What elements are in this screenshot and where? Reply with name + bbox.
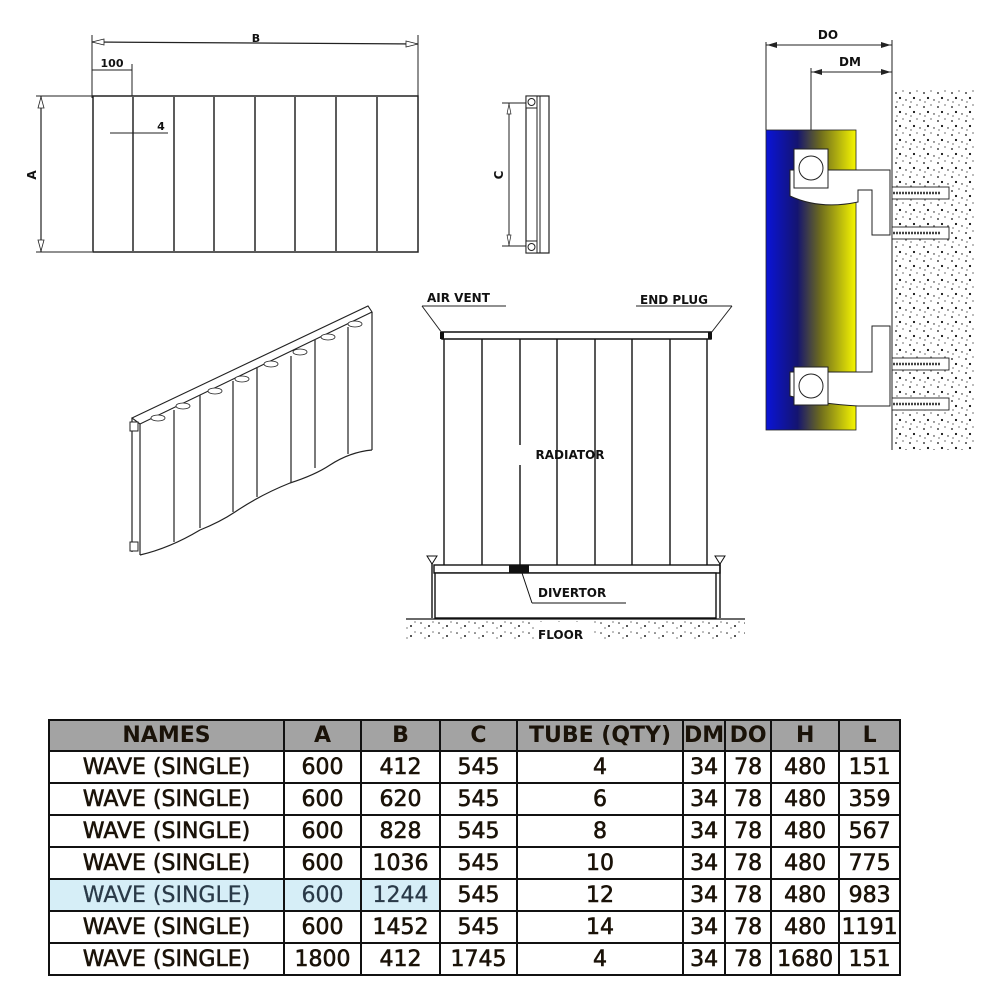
header-b: B <box>360 719 441 752</box>
table-row: WAVE (SINGLE) 600 620 545 6 34 78 480 35… <box>48 782 902 816</box>
cell-a: 600 <box>283 878 362 912</box>
cell-l: 775 <box>838 846 902 880</box>
table-header-row: NAMES A B C TUBE (QTY) DM DO H L <box>48 719 902 752</box>
dim-do-label: DO <box>818 28 838 42</box>
dim-a-label: A <box>25 170 39 180</box>
cell-do: 78 <box>724 910 773 944</box>
cell-c: 1745 <box>439 942 518 976</box>
header-h: H <box>770 719 841 752</box>
cell-b: 1452 <box>360 910 441 944</box>
cell-do: 78 <box>724 942 773 976</box>
cell-do: 78 <box>724 750 773 784</box>
cell-tube-qty: 8 <box>516 814 684 848</box>
cell-name: WAVE (SINGLE) <box>48 942 285 976</box>
cell-l: 1191 <box>838 910 902 944</box>
cell-do: 78 <box>724 814 773 848</box>
cell-h: 480 <box>770 782 841 816</box>
radiator-label: RADIATOR <box>536 448 605 462</box>
cell-h: 480 <box>770 878 841 912</box>
header-l: L <box>838 719 902 752</box>
cell-a: 600 <box>283 846 362 880</box>
dim-dm-label: DM <box>839 55 861 69</box>
cell-dm: 34 <box>681 814 727 848</box>
cell-h: 480 <box>770 814 841 848</box>
cell-tube-qty: 10 <box>516 846 684 880</box>
cell-l: 567 <box>838 814 902 848</box>
cell-name: WAVE (SINGLE) <box>48 814 285 848</box>
wall-mount-drawing: DO DM <box>765 28 975 450</box>
cell-a: 600 <box>283 782 362 816</box>
side-view-drawing: C <box>492 95 550 254</box>
header-a: A <box>283 719 362 752</box>
front-view-drawing: B 100 A 4 <box>25 32 419 253</box>
cell-tube-qty: 4 <box>516 750 684 784</box>
cell-tube-qty: 4 <box>516 942 684 976</box>
cell-b: 412 <box>360 942 441 976</box>
cell-b: 412 <box>360 750 441 784</box>
cell-c: 545 <box>439 846 518 880</box>
cell-dm: 34 <box>681 910 727 944</box>
dim-b-label: B <box>252 32 260 45</box>
cell-name: WAVE (SINGLE) <box>48 910 285 944</box>
spec-table: NAMES A B C TUBE (QTY) DM DO H L WAVE (S… <box>48 719 902 976</box>
cell-do: 78 <box>724 782 773 816</box>
table-row-highlighted: WAVE (SINGLE) 600 1244 545 12 34 78 480 … <box>48 878 902 912</box>
cell-l: 983 <box>838 878 902 912</box>
cell-dm: 34 <box>681 942 727 976</box>
table-row: WAVE (SINGLE) 600 828 545 8 34 78 480 56… <box>48 814 902 848</box>
cell-c: 545 <box>439 814 518 848</box>
cell-dm: 34 <box>681 878 727 912</box>
installation-drawing: AIR VENT END PLUG RADIATOR DIVERTOR FLOO… <box>406 291 745 642</box>
cell-l: 359 <box>838 782 902 816</box>
table-row: WAVE (SINGLE) 600 1452 545 14 34 78 480 … <box>48 910 902 944</box>
end-plug-label: END PLUG <box>640 293 708 307</box>
cell-dm: 34 <box>681 750 727 784</box>
air-vent-label: AIR VENT <box>427 291 491 305</box>
dim-100-label: 100 <box>101 57 124 70</box>
cell-name: WAVE (SINGLE) <box>48 782 285 816</box>
cell-b: 620 <box>360 782 441 816</box>
header-do: DO <box>724 719 773 752</box>
cell-name: WAVE (SINGLE) <box>48 846 285 880</box>
cell-dm: 34 <box>681 782 727 816</box>
cell-do: 78 <box>724 878 773 912</box>
cell-b: 828 <box>360 814 441 848</box>
header-dm: DM <box>681 719 727 752</box>
header-names: NAMES <box>48 719 285 752</box>
isometric-radiator-drawing <box>129 305 373 556</box>
cell-b: 1036 <box>360 846 441 880</box>
cell-a: 600 <box>283 910 362 944</box>
dim-4-label: 4 <box>157 120 165 133</box>
cell-c: 545 <box>439 782 518 816</box>
cell-tube-qty: 6 <box>516 782 684 816</box>
table-row: WAVE (SINGLE) 600 412 545 4 34 78 480 15… <box>48 750 902 784</box>
cell-name: WAVE (SINGLE) <box>48 878 285 912</box>
cell-tube-qty: 12 <box>516 878 684 912</box>
floor-label: FLOOR <box>538 628 583 642</box>
cell-l: 151 <box>838 750 902 784</box>
dim-c-label: C <box>492 170 506 179</box>
cell-name: WAVE (SINGLE) <box>48 750 285 784</box>
header-tube-qty: TUBE (QTY) <box>516 719 684 752</box>
table-row: WAVE (SINGLE) 600 1036 545 10 34 78 480 … <box>48 846 902 880</box>
cell-h: 480 <box>770 910 841 944</box>
cell-b: 1244 <box>360 878 441 912</box>
header-c: C <box>439 719 518 752</box>
cell-c: 545 <box>439 910 518 944</box>
cell-l: 151 <box>838 942 902 976</box>
cell-a: 600 <box>283 750 362 784</box>
cell-h: 1680 <box>770 942 841 976</box>
cell-c: 545 <box>439 750 518 784</box>
cell-dm: 34 <box>681 846 727 880</box>
cell-a: 1800 <box>283 942 362 976</box>
cell-a: 600 <box>283 814 362 848</box>
cell-h: 480 <box>770 750 841 784</box>
cell-c: 545 <box>439 878 518 912</box>
divertor-label: DIVERTOR <box>538 586 606 600</box>
cell-h: 480 <box>770 846 841 880</box>
table-row: WAVE (SINGLE) 1800 412 1745 4 34 78 1680… <box>48 942 902 976</box>
cell-do: 78 <box>724 846 773 880</box>
cell-tube-qty: 14 <box>516 910 684 944</box>
